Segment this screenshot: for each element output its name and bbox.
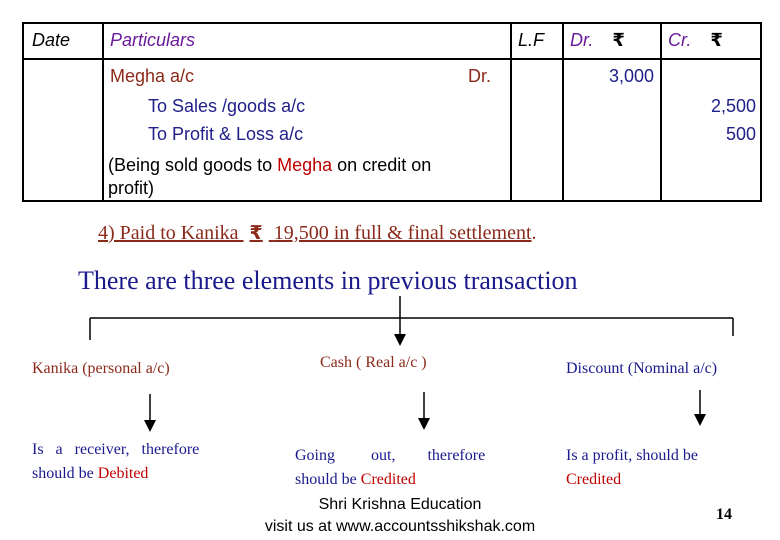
dr-marker: Dr. xyxy=(468,66,492,86)
element-desc-cash: Going out, therefore should be Credited xyxy=(295,444,485,492)
transaction-suffix: 19,500 in full & final settlement xyxy=(273,222,532,244)
element-desc-cash-line-2-prefix: should be xyxy=(295,471,361,488)
header-cr: Cr. ₹ xyxy=(668,30,723,51)
element-title-kanika: Kanika (personal a/c) xyxy=(32,360,170,377)
rupee-icon: ₹ xyxy=(249,222,263,244)
header-dr: Dr. ₹ xyxy=(570,30,625,51)
arrow-kanika-head xyxy=(144,420,156,432)
footer: Shri Krishna Education visit us at www.a… xyxy=(230,494,570,538)
narration-prefix: (Being sold goods to xyxy=(108,155,278,175)
rupee-icon: ₹ xyxy=(612,30,625,51)
header-dr-label: Dr. xyxy=(570,30,594,50)
transaction-prefix: 4) Paid to Kanika xyxy=(98,222,239,244)
element-desc-kanika-line-2-prefix: should be xyxy=(32,465,98,482)
footer-site: visit us at www.accountsshikshak.com xyxy=(264,518,536,535)
page-number: 14 xyxy=(716,506,732,523)
element-desc-cash-line-1: Going out, therefore xyxy=(295,447,486,464)
element-desc-kanika-line-1: Is a receiver, therefore xyxy=(32,441,200,458)
narration-suffix: on credit on xyxy=(332,155,432,175)
rupee-icon: ₹ xyxy=(710,30,723,51)
credit-amount-sales: 2,500 xyxy=(710,96,756,116)
table-col-divider-dr xyxy=(562,22,564,202)
arrow-cash-head xyxy=(418,418,430,430)
narration-line-2: profit) xyxy=(108,178,155,198)
transaction-end: . xyxy=(531,222,537,244)
table-col-divider-cr xyxy=(660,22,662,202)
table-top-border xyxy=(22,22,762,24)
element-desc-cash-highlight: Credited xyxy=(360,471,416,488)
element-title-discount: Discount (Nominal a/c) xyxy=(566,360,718,377)
header-lf: L.F xyxy=(518,30,545,50)
header-particulars: Particulars xyxy=(110,30,196,50)
narration-name: Megha xyxy=(277,155,333,175)
element-title-cash: Cash ( Real a/c ) xyxy=(320,354,427,371)
element-desc-discount: Is a profit, should be Credited xyxy=(566,444,698,492)
table-col-divider-date xyxy=(102,22,104,202)
credit-amount-profit-loss: 500 xyxy=(725,124,756,144)
transaction-statement: 4) Paid to Kanika ₹ 19,500 in full & fin… xyxy=(98,222,537,245)
table-col-divider-lf xyxy=(510,22,512,202)
debit-amount: 3,000 xyxy=(608,66,654,86)
element-desc-kanika: Is a receiver, therefore should be Debit… xyxy=(32,438,199,486)
footer-org: Shri Krishna Education xyxy=(318,496,482,513)
credit-account-profit-loss: To Profit & Loss a/c xyxy=(148,124,304,144)
table-header-divider xyxy=(22,58,762,60)
arrow-discount-head xyxy=(694,414,706,426)
table-right-border xyxy=(760,22,762,202)
header-cr-label: Cr. xyxy=(668,30,692,50)
tree-center-arrowhead xyxy=(394,334,406,346)
element-desc-discount-highlight: Credited xyxy=(566,471,622,488)
element-desc-kanika-highlight: Debited xyxy=(97,465,149,482)
credit-account-sales: To Sales /goods a/c xyxy=(148,96,306,116)
debit-account: Megha a/c xyxy=(110,66,195,86)
table-bottom-border xyxy=(22,200,762,202)
element-desc-discount-line-1: Is a profit, should be xyxy=(566,447,698,464)
elements-heading: There are three elements in previous tra… xyxy=(78,266,578,295)
header-date: Date xyxy=(32,30,71,50)
narration: (Being sold goods to Megha on credit on … xyxy=(108,154,508,200)
table-left-border xyxy=(22,22,24,202)
